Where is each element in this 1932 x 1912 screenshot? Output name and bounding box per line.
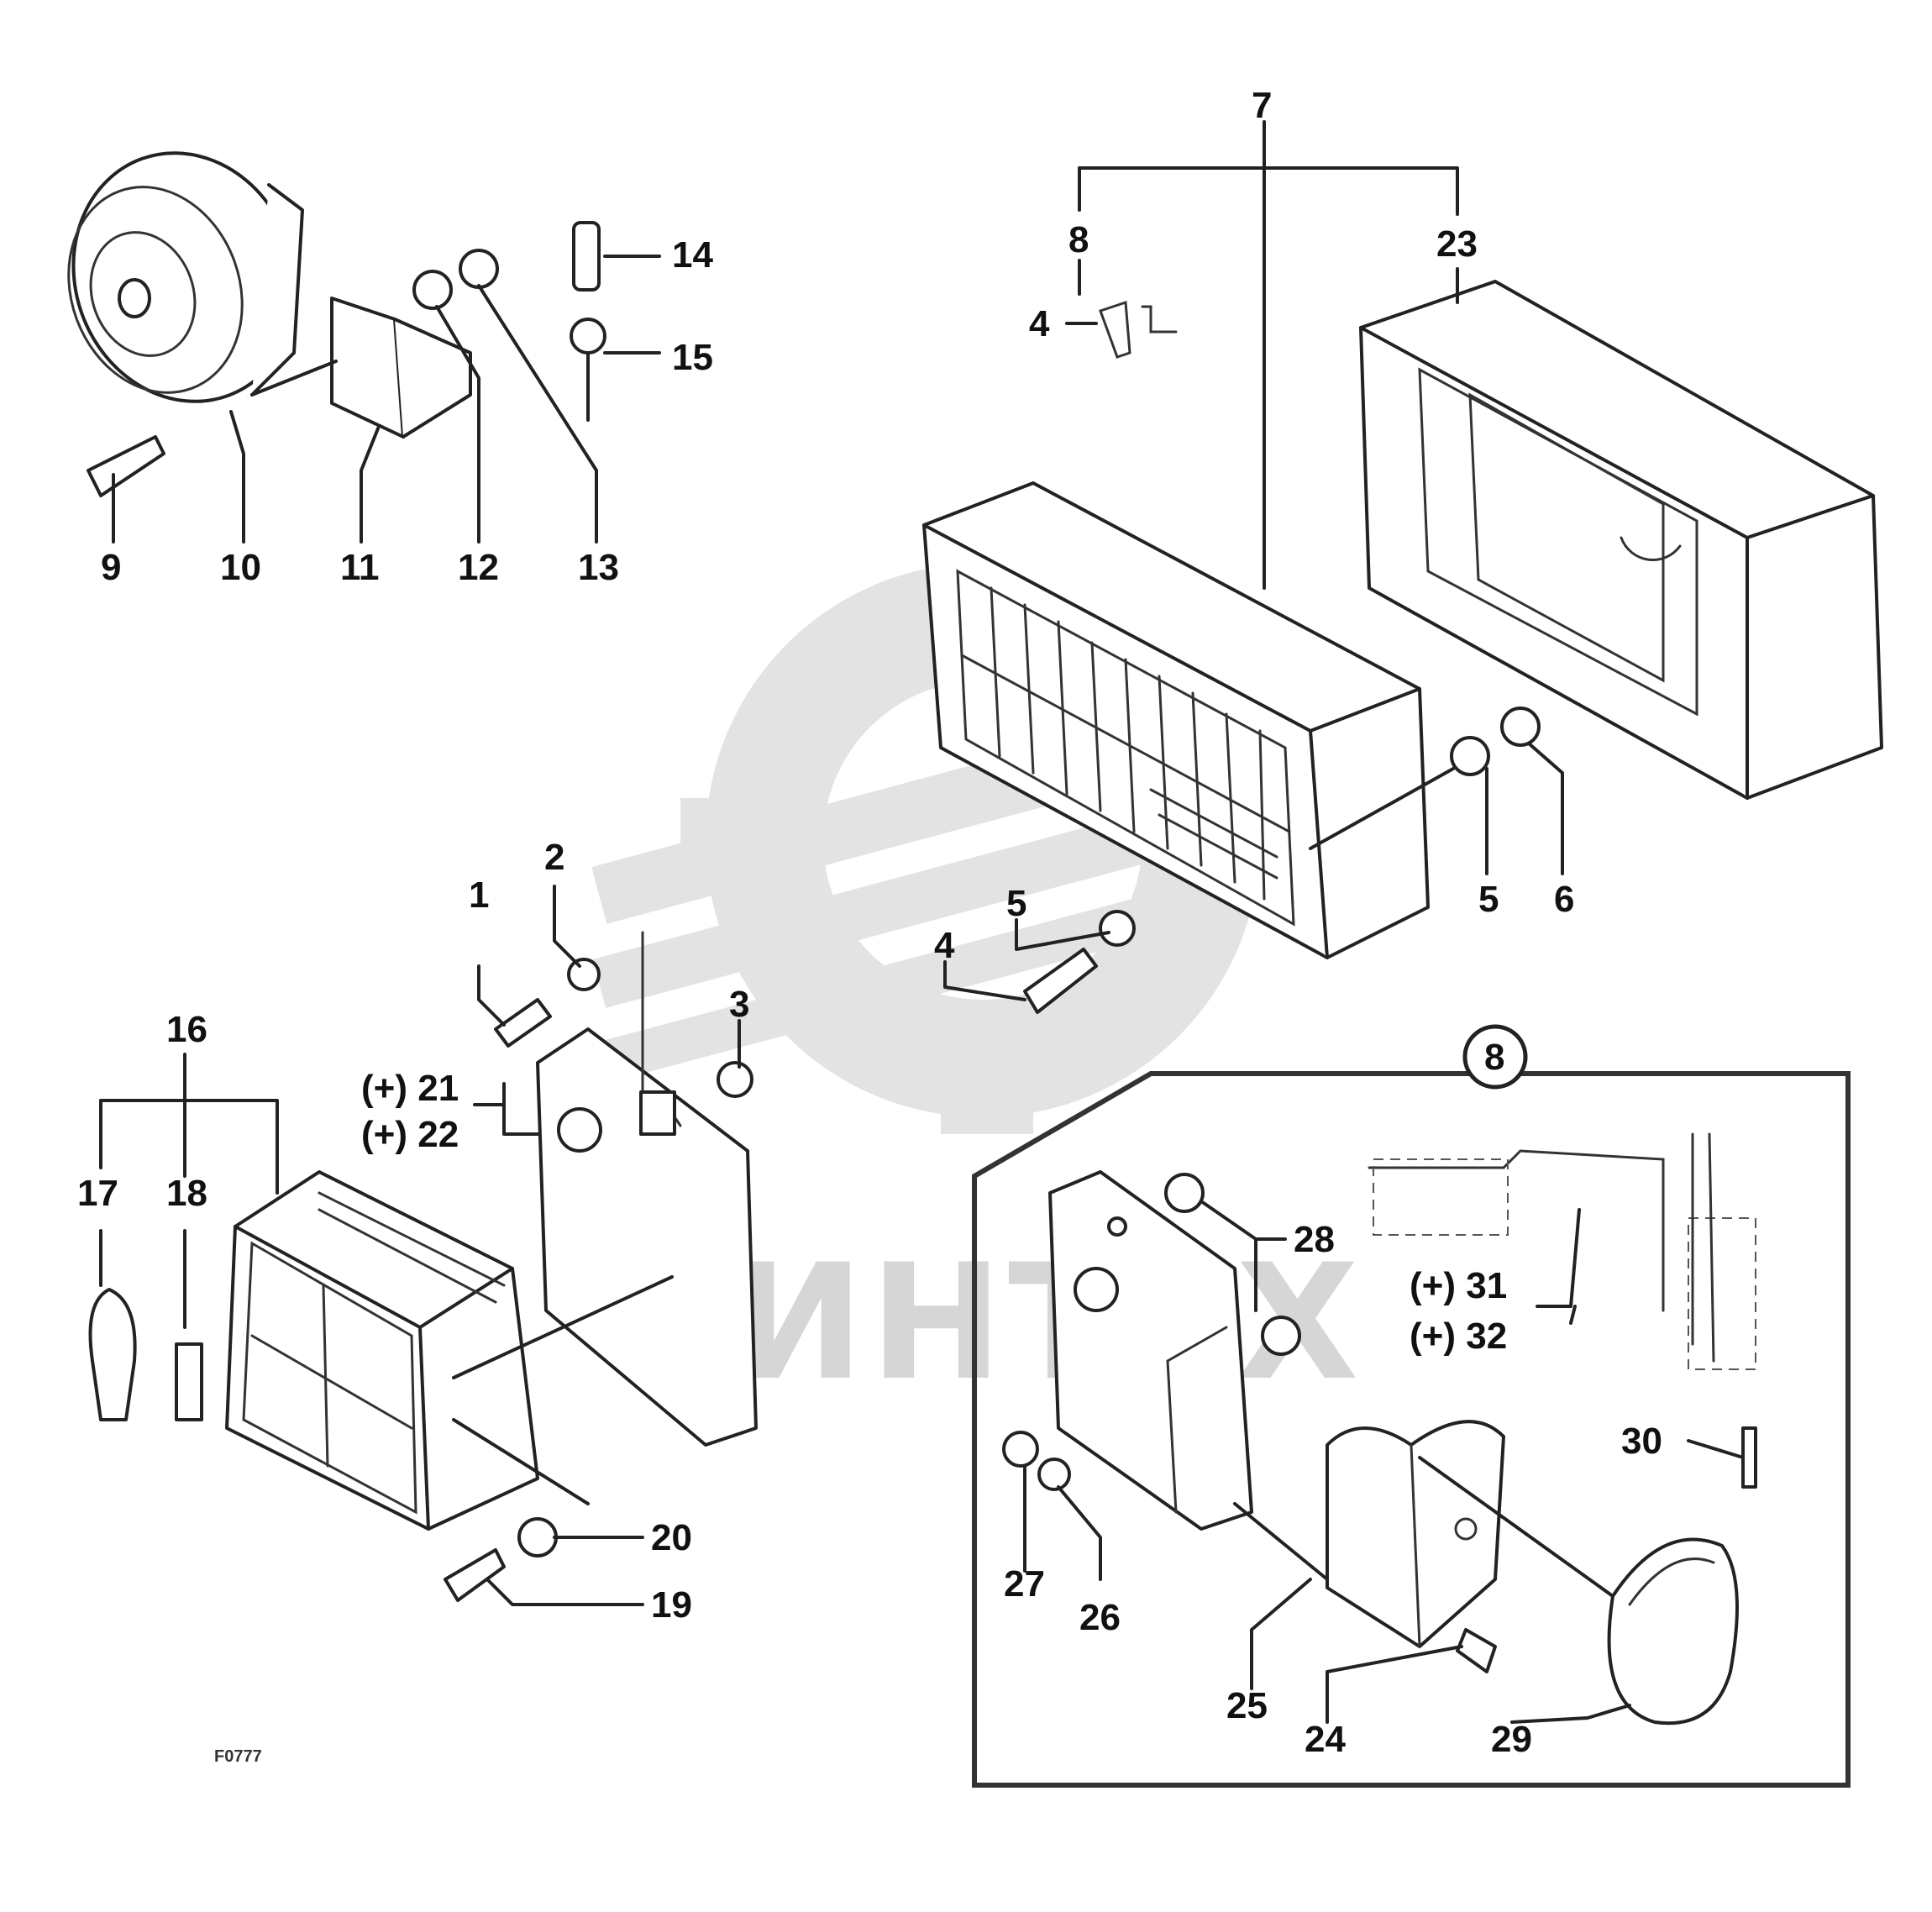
callout-23: 23	[1436, 223, 1478, 265]
callout-24: 24	[1305, 1719, 1346, 1760]
callout-25: 25	[1226, 1685, 1268, 1726]
callout-5-right: 5	[1478, 879, 1499, 920]
callout-14: 14	[672, 234, 713, 276]
callout-labels: 9 10 11 12 13 14 15 7 8 23 4 5 6 5 4 1 2…	[77, 85, 1662, 1766]
callout-20: 20	[651, 1517, 692, 1558]
callout-29: 29	[1491, 1719, 1532, 1760]
callout-28: 28	[1294, 1219, 1335, 1260]
tail-lamp-assembly	[88, 931, 758, 1602]
callout-3: 3	[729, 984, 749, 1025]
detail-view	[972, 1024, 1851, 1788]
callout-13: 13	[578, 547, 619, 588]
detail-leaders	[1023, 1200, 1745, 1724]
callout-7: 7	[1252, 85, 1272, 126]
callout-6: 6	[1554, 879, 1574, 920]
work-lamp-assembly	[922, 280, 1883, 1014]
callout-5-left: 5	[1006, 883, 1026, 924]
callout-15: 15	[672, 337, 713, 378]
callout-10: 10	[220, 547, 261, 588]
callout-16: 16	[166, 1009, 207, 1050]
callout-17: 17	[77, 1173, 118, 1214]
tail-lamp-leaders	[99, 885, 741, 1606]
callout-19: 19	[651, 1584, 692, 1626]
callout-9: 9	[101, 547, 121, 588]
detail-marker: 8	[1484, 1037, 1504, 1078]
horn-leaders	[112, 255, 661, 544]
callout-12: 12	[458, 547, 499, 588]
callout-4-bottom: 4	[934, 925, 955, 966]
detail-marker-circle	[1462, 1024, 1528, 1090]
callout-18: 18	[166, 1173, 207, 1214]
callout-11: 11	[340, 547, 380, 588]
callout-2: 2	[544, 837, 564, 878]
callout-21: (+) 21	[361, 1068, 459, 1109]
callout-31: (+) 31	[1410, 1265, 1507, 1306]
callout-26: 26	[1079, 1597, 1121, 1638]
callout-8: 8	[1068, 219, 1089, 260]
figure-id: F0777	[214, 1747, 262, 1766]
callout-1: 1	[469, 875, 489, 916]
callout-22: (+) 22	[361, 1114, 459, 1155]
callout-27: 27	[1004, 1563, 1045, 1605]
callout-4-top: 4	[1029, 303, 1050, 344]
callout-30: 30	[1621, 1421, 1662, 1462]
work-lamp-leaders	[943, 120, 1564, 1001]
callout-32: (+) 32	[1410, 1316, 1507, 1357]
horn-assembly	[67, 151, 606, 497]
